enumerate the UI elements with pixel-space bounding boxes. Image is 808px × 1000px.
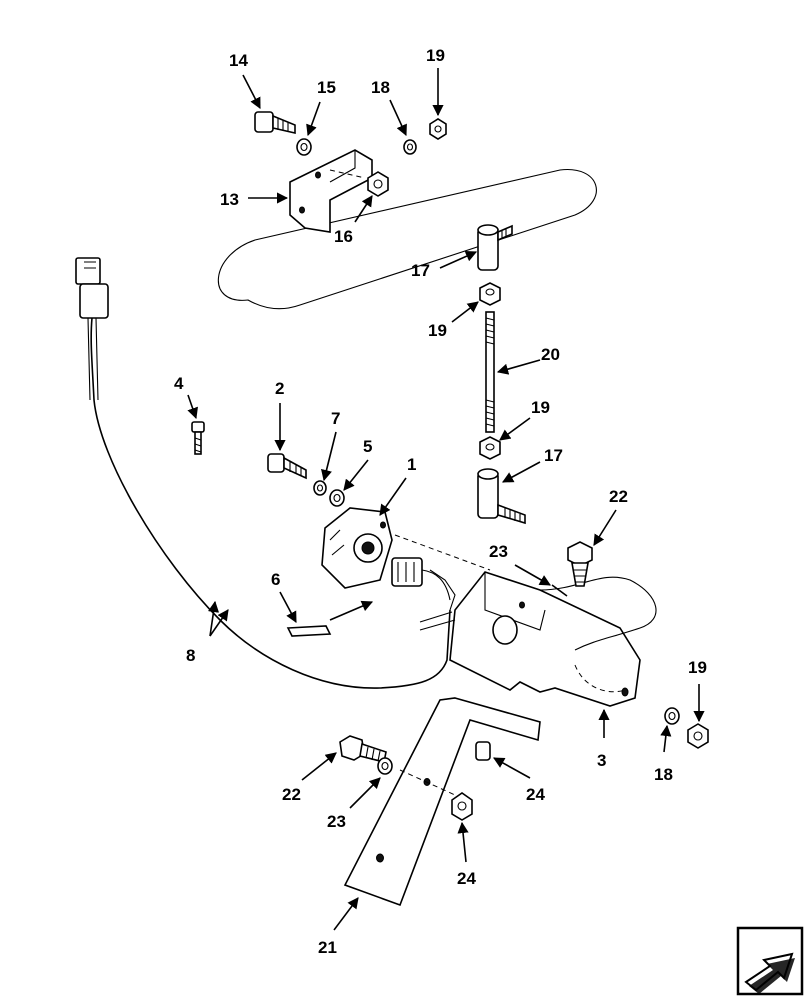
callout-16: 16: [334, 227, 353, 246]
callout-19: 19: [426, 46, 445, 65]
callout-15: 15: [317, 78, 336, 97]
nut-19b: [479, 282, 501, 306]
bolt-2: [267, 453, 307, 480]
next-page-arrow-icon[interactable]: [736, 926, 804, 996]
callout-18: 18: [371, 78, 390, 97]
callout-23: 23: [489, 542, 508, 561]
callout-6: 6: [271, 570, 280, 589]
nut-19d: [687, 723, 709, 749]
callout-labels: 14 15 18 19 13 16 17 19 20 19 17 4 2 7 5…: [174, 46, 707, 957]
callout-24: 24: [526, 785, 545, 804]
callout-19: 19: [531, 398, 550, 417]
callout-22: 22: [282, 785, 301, 804]
callout-18: 18: [654, 765, 673, 784]
callout-23: 23: [327, 812, 346, 831]
threaded-rod-20: [485, 311, 495, 433]
callout-19: 19: [688, 658, 707, 677]
clip-6: [286, 625, 332, 637]
callout-17: 17: [544, 446, 563, 465]
pin-23-upper: [551, 584, 568, 597]
callout-21: 21: [318, 938, 337, 957]
washer-5: [329, 489, 345, 507]
bracket-3: [419, 571, 657, 707]
small-fasteners: [191, 421, 345, 507]
callout-22: 22: [609, 487, 628, 506]
callout-7: 7: [331, 409, 340, 428]
washer-7: [313, 480, 327, 496]
rod-end-17-upper: [477, 224, 513, 271]
position-sensor-1: [321, 507, 491, 601]
callout-17: 17: [411, 261, 430, 280]
callout-24: 24: [457, 869, 476, 888]
lockwasher-18a: [403, 139, 417, 155]
leader-arrows: [187, 68, 705, 931]
upper-bracket-assembly: [217, 111, 597, 310]
nut-19a: [429, 118, 447, 140]
bracket-13: [289, 149, 373, 233]
lower-fasteners: [339, 541, 709, 821]
bolt-22-lower: [339, 735, 387, 763]
harness-8: [75, 257, 456, 689]
bolt-22-upper: [567, 541, 593, 587]
rod-assembly: [477, 224, 526, 525]
callout-19: 19: [428, 321, 447, 340]
spacer-24: [475, 741, 491, 761]
screw-4: [191, 421, 205, 455]
callout-5: 5: [363, 437, 372, 456]
washer-23: [377, 757, 393, 775]
callout-4: 4: [174, 374, 184, 393]
nut-24: [451, 792, 473, 821]
callout-20: 20: [541, 345, 560, 364]
nut-16: [367, 171, 389, 197]
nut-19c: [479, 436, 501, 460]
callout-3: 3: [597, 751, 606, 770]
washer-15: [296, 138, 312, 156]
callout-1: 1: [407, 455, 416, 474]
callout-13: 13: [220, 190, 239, 209]
bracket-21: [343, 697, 541, 907]
lockwasher-18b: [664, 707, 680, 725]
rod-end-17-lower: [477, 468, 526, 525]
callout-8: 8: [186, 646, 195, 665]
callout-14: 14: [229, 51, 248, 70]
bolt-14: [254, 111, 296, 135]
callout-2: 2: [275, 379, 284, 398]
